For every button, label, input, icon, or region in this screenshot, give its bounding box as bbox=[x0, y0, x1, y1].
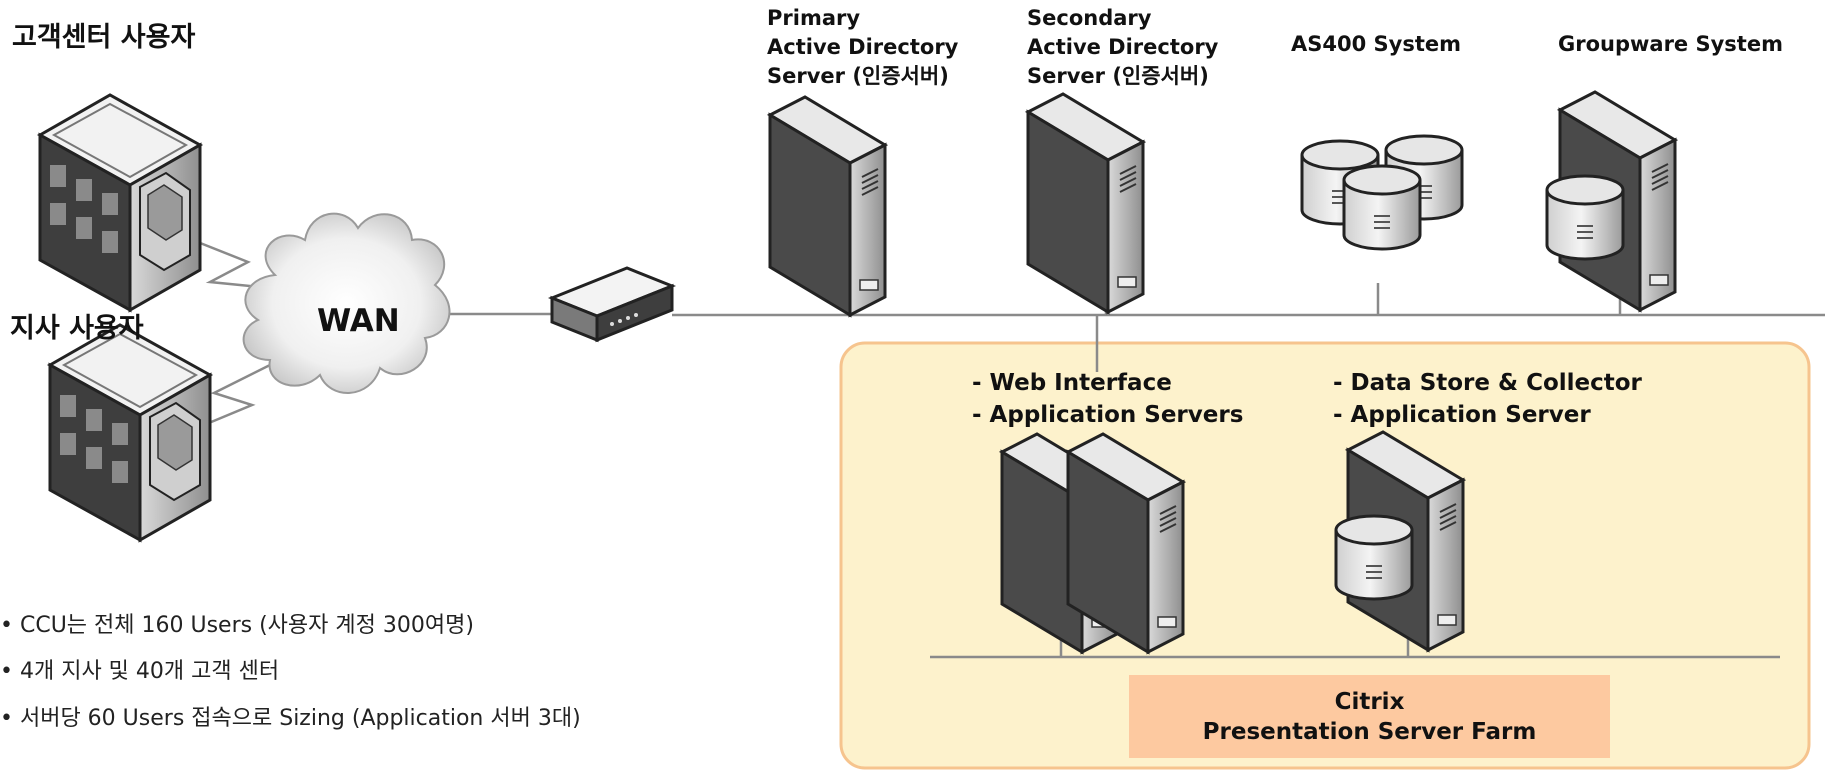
note-sizing: • 서버당 60 Users 접속으로 Sizing (Application … bbox=[0, 706, 581, 731]
branch-building-icon bbox=[48, 323, 212, 542]
farm-group1-line: - Web Interface bbox=[972, 370, 1172, 396]
farm-group2-label: - Data Store & Collector - Application S… bbox=[1333, 367, 1642, 431]
secondary-ad-label-line: Active Directory bbox=[1027, 35, 1219, 59]
wan-cloud bbox=[242, 212, 451, 394]
farm-group2-line: - Data Store & Collector bbox=[1333, 370, 1642, 396]
primary-ad-label-line: Active Directory bbox=[767, 35, 959, 59]
note-ccu: • CCU는 전체 160 Users (사용자 계정 300여명) bbox=[0, 613, 474, 638]
farm-group1-line: - Application Servers bbox=[972, 402, 1244, 428]
customer-center-users-heading: 고객센터 사용자 bbox=[12, 22, 196, 53]
groupware-system-icon bbox=[1545, 90, 1677, 312]
primary-ad-label-line: Server (인증서버) bbox=[767, 64, 949, 88]
primary-ad-server-icon bbox=[768, 95, 887, 317]
citrix-farm-title-line: Presentation Server Farm bbox=[1202, 718, 1537, 745]
secondary-ad-label-line: Server (인증서버) bbox=[1027, 64, 1209, 88]
as400-system-icon bbox=[1300, 134, 1464, 251]
secondary-ad-server-icon bbox=[1026, 92, 1145, 314]
groupware-label: Groupware System bbox=[1558, 32, 1783, 56]
secondary-ad-label-line: Secondary bbox=[1027, 6, 1152, 30]
note-branches: • 4개 지사 및 40개 고객 센터 bbox=[0, 659, 280, 684]
branch-users-heading: 지사 사용자 bbox=[10, 313, 144, 344]
farm-group2-line: - Application Server bbox=[1333, 402, 1591, 428]
wan-link-lines bbox=[179, 233, 277, 437]
primary-ad-label: Primary Active Directory Server (인증서버) bbox=[767, 4, 958, 91]
customer-center-building-icon bbox=[38, 93, 202, 312]
farm-group1-label: - Web Interface - Application Servers bbox=[972, 367, 1243, 431]
primary-ad-label-line: Primary bbox=[767, 6, 861, 30]
citrix-farm-title-line: Citrix bbox=[1334, 688, 1405, 715]
as400-label: AS400 System bbox=[1291, 32, 1461, 56]
secondary-ad-label: Secondary Active Directory Server (인증서버) bbox=[1027, 4, 1218, 91]
network-switch-icon bbox=[547, 266, 677, 343]
wan-label: WAN bbox=[317, 303, 400, 339]
citrix-farm-title-box: Citrix Presentation Server Farm bbox=[1129, 675, 1610, 758]
